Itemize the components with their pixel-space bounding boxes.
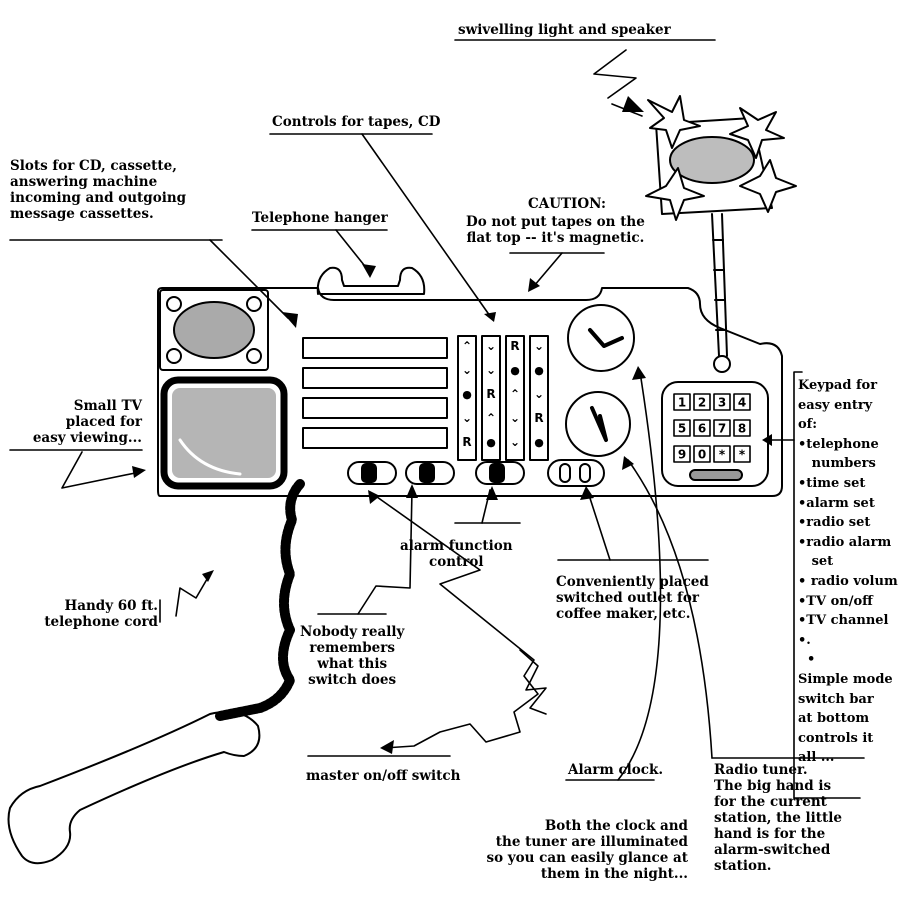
- control-button: ●: [510, 364, 520, 377]
- control-button: ⌄: [462, 363, 472, 377]
- mode-switch-bar: [347, 459, 605, 487]
- control-button: ●: [486, 436, 496, 449]
- label-master-switch: master on/off switch: [306, 768, 461, 784]
- control-button: ⌄: [486, 363, 496, 377]
- keypad-key-label: 7: [718, 422, 726, 436]
- swivelling-light-speaker: [645, 95, 797, 221]
- label-outlet: Conveniently placed switched outlet for …: [556, 574, 709, 622]
- keypad-key: [713, 445, 731, 463]
- tape-cd-controls: [457, 335, 549, 461]
- leader-lines: [9, 39, 865, 799]
- label-illuminated: Both the clock and the tuner are illumin…: [486, 818, 688, 882]
- control-button: ●: [462, 388, 472, 401]
- control-button: ⌄: [534, 339, 544, 353]
- keypad-key: [693, 393, 711, 411]
- control-button: R: [462, 435, 471, 449]
- keypad-key: [713, 393, 731, 411]
- control-button: ⌄: [510, 435, 520, 449]
- keypad-key: [673, 445, 691, 463]
- label-keypad: Keypad for easy entry of: •telephone num…: [798, 378, 898, 766]
- label-light-speaker: swivelling light and speaker: [458, 22, 671, 38]
- keypad-key-label: 3: [718, 396, 726, 410]
- telephone-handset: [7, 710, 261, 865]
- label-alarm-clock: Alarm clock.: [568, 762, 664, 778]
- keypad-key: [673, 419, 691, 437]
- keypad-key-label: *: [739, 448, 746, 462]
- keypad-key: [673, 393, 691, 411]
- label-slots: Slots for CD, cassette, answering machin…: [10, 158, 187, 222]
- telephone-hanger: [316, 266, 426, 295]
- keypad-key-label: 1: [678, 396, 686, 410]
- keypad-key-label: 0: [698, 448, 706, 462]
- control-button: R: [486, 387, 495, 401]
- control-button: ⌄: [534, 387, 544, 401]
- keypad-key-label: 4: [738, 396, 746, 410]
- keypad-key: [713, 419, 731, 437]
- arrowheads: [132, 96, 772, 754]
- keypad-key: [733, 393, 751, 411]
- control-button: ●: [534, 436, 544, 449]
- cassette-slots: [302, 337, 448, 449]
- alarm-clock: [567, 304, 635, 372]
- label-small-tv: Small TV placed for easy viewing...: [32, 398, 142, 446]
- keypad-key-label: 2: [698, 396, 706, 410]
- keypad-key: [693, 419, 711, 437]
- keypad-key-label: 9: [678, 448, 686, 462]
- label-nobody-remembers: Nobody really remembers what this switch…: [300, 624, 405, 688]
- control-button: ⌄: [462, 411, 472, 425]
- control-button: ⌄: [510, 411, 520, 425]
- antenna: [711, 213, 731, 373]
- control-button: R: [534, 411, 543, 425]
- keypad-key: [733, 445, 751, 463]
- label-alarm-function: alarm function control: [400, 538, 513, 570]
- keypad-key-label: 6: [698, 422, 706, 436]
- speaker-grille: [159, 289, 269, 371]
- control-button: ⌃: [486, 411, 496, 425]
- keypad-key-label: 8: [738, 422, 746, 436]
- keypad-frame: [661, 381, 769, 487]
- keypad-key-label: 5: [678, 422, 686, 436]
- small-tv: [160, 376, 288, 490]
- label-caution-title: CAUTION:: [528, 196, 606, 212]
- radio-tuner: [565, 391, 631, 457]
- label-radio-tuner: Radio tuner. The big hand is for the cur…: [714, 762, 842, 874]
- keypad-key-label: *: [719, 448, 726, 462]
- label-telephone-cord: Handy 60 ft. telephone cord: [44, 598, 158, 630]
- keypad-key: [693, 445, 711, 463]
- control-button: R: [510, 339, 519, 353]
- control-button: ⌄: [486, 339, 496, 353]
- keypad-key: [733, 419, 751, 437]
- control-button: ⌃: [510, 387, 520, 401]
- control-button: ●: [534, 364, 544, 377]
- label-caution-body: Do not put tapes on the flat top -- it's…: [466, 214, 645, 246]
- label-telephone-hanger: Telephone hanger: [252, 210, 388, 226]
- control-button-glyphs: ⌃ ⌄ ● ⌄ R ⌄ ⌄ R ⌃ ● R ● ⌃ ⌄ ⌄ ⌄ ● ⌄ R ●: [462, 339, 544, 449]
- control-button: ⌃: [462, 339, 472, 353]
- telephone-cord: [215, 479, 305, 721]
- label-controls: Controls for tapes, CD: [272, 114, 441, 130]
